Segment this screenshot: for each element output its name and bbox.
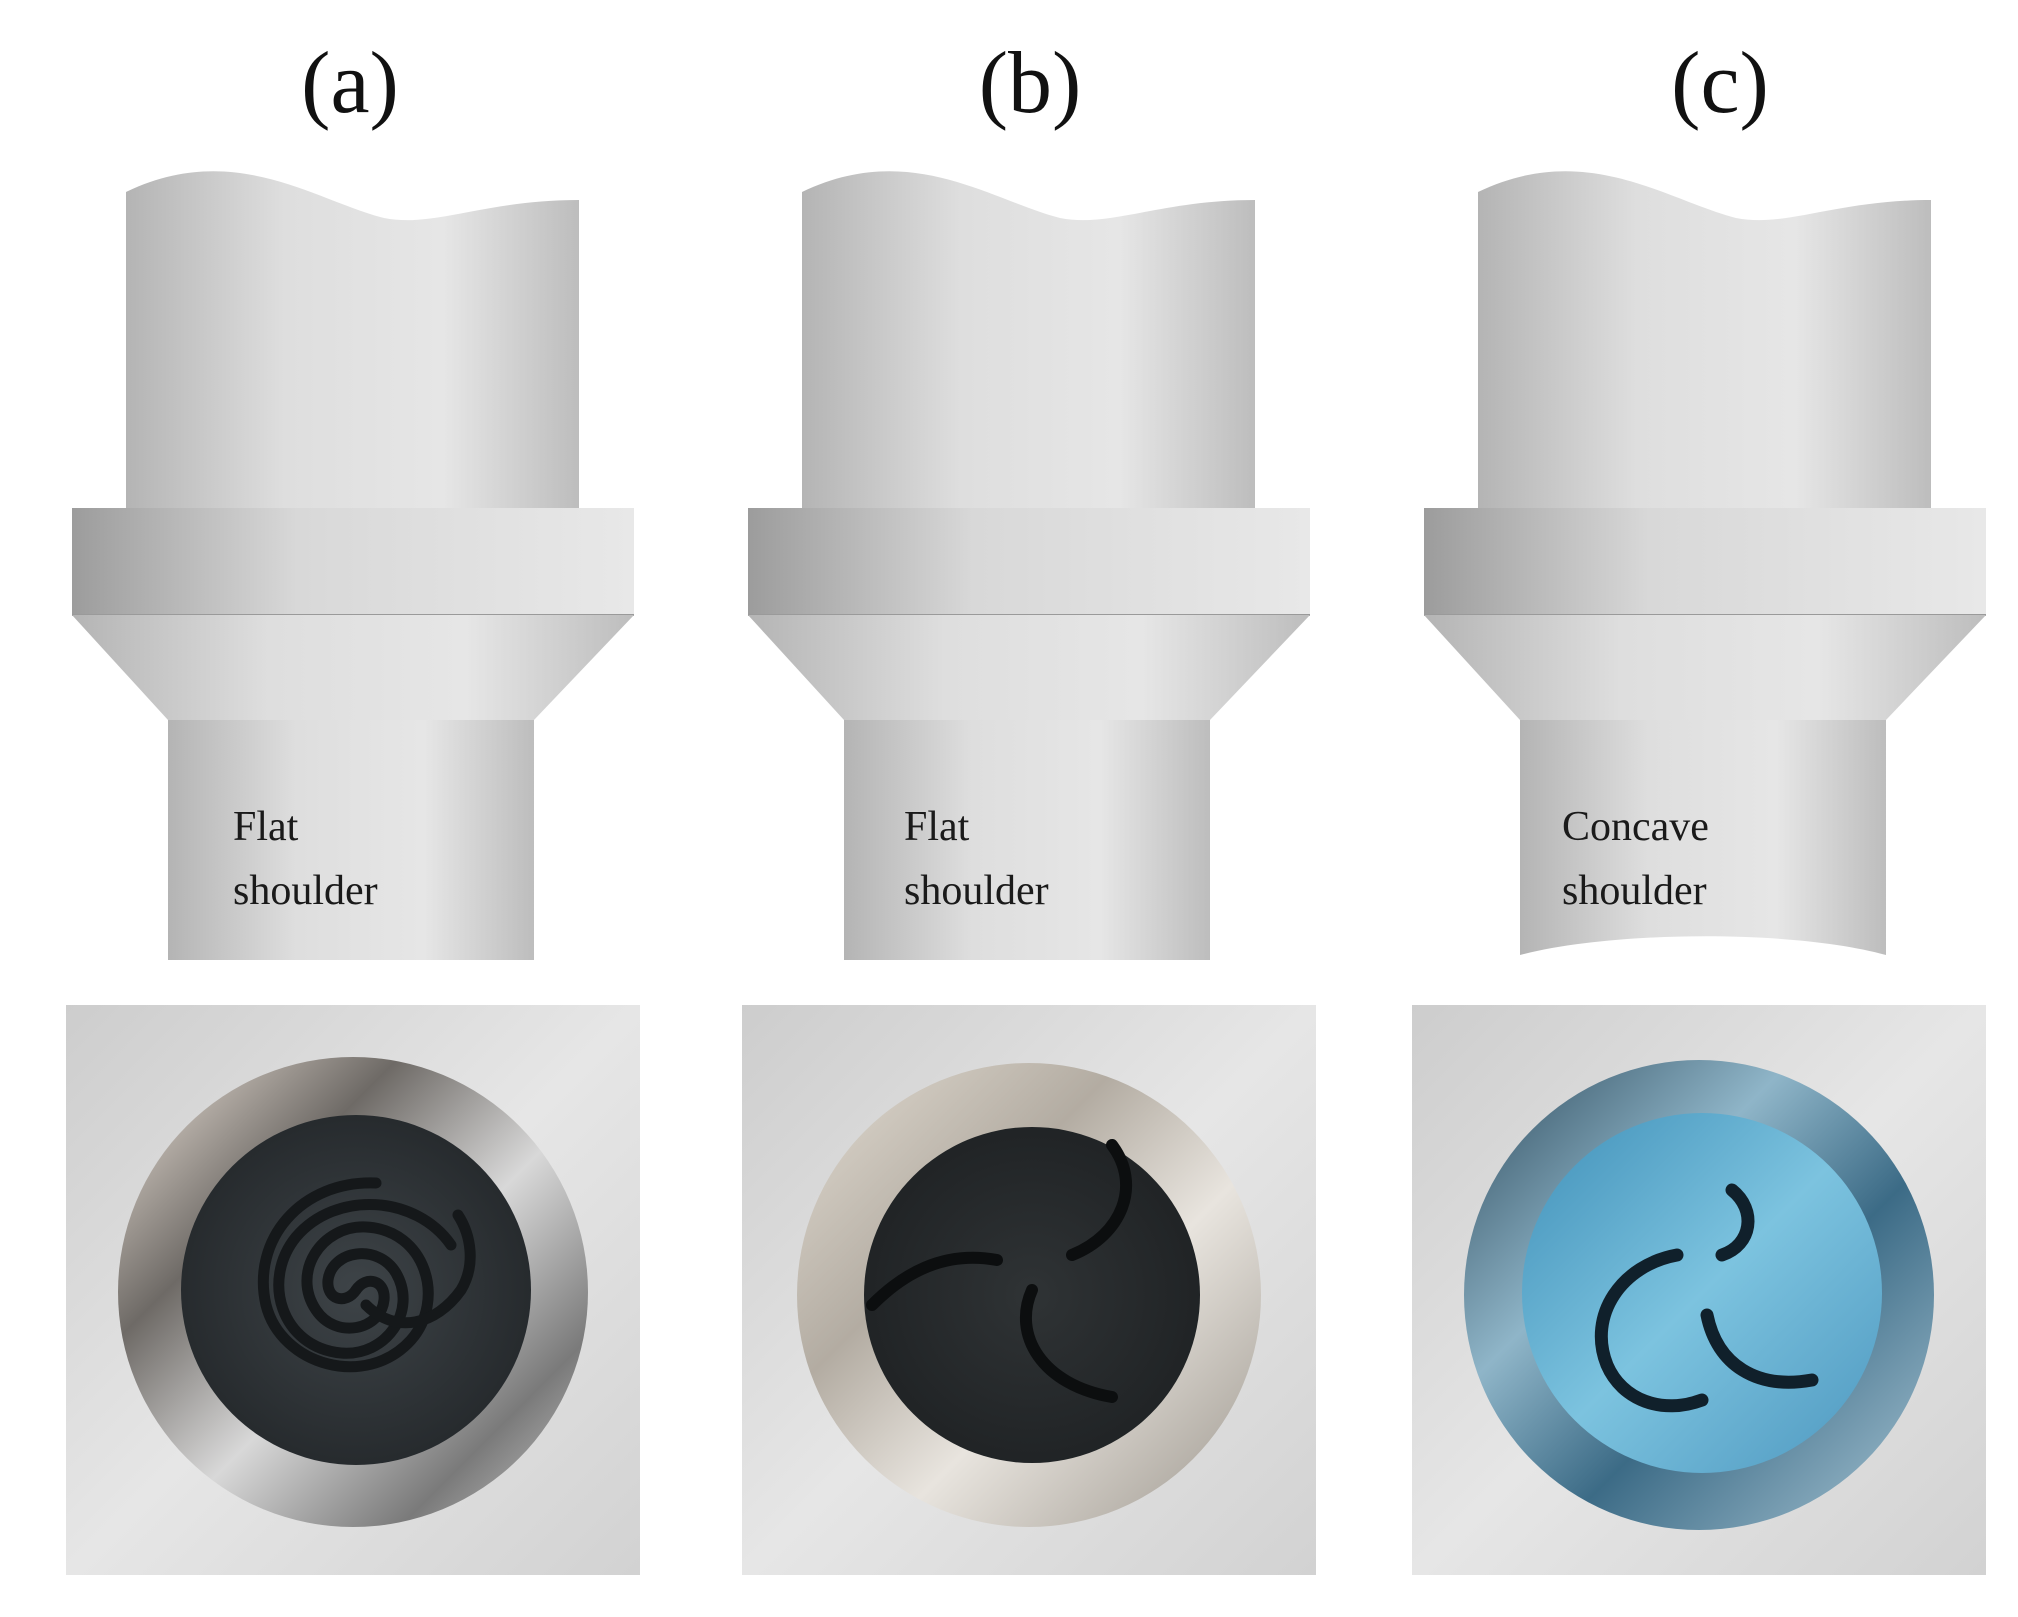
tool-collar-c [1424, 508, 1986, 615]
tool-taper-a [72, 615, 634, 720]
shoulder-text-b-line2: shoulder [904, 868, 1049, 914]
tool-shank-a [126, 171, 579, 508]
tool-drawing-c [1424, 171, 1986, 955]
shoulder-text-c-line1: Concave [1562, 804, 1709, 850]
panel-label-a: (a) [301, 35, 399, 132]
shoulder-text-c: Concave shoulder [1562, 795, 1709, 923]
tool-photo-c [1412, 1005, 1986, 1575]
tool-taper-b [748, 615, 1310, 720]
tool-photo-b [742, 1005, 1316, 1575]
shoulder-text-a-line1: Flat [233, 804, 299, 850]
panel-label-b: (b) [978, 35, 1082, 132]
arc-grooves-c [1594, 1183, 1819, 1413]
tool-photo-a [66, 1005, 640, 1575]
shoulder-text-c-line2: shoulder [1562, 868, 1707, 914]
pin-face-c [1522, 1113, 1882, 1473]
tool-drawing-b [748, 171, 1310, 960]
panel-label-c: (c) [1671, 35, 1769, 132]
tool-pin-c [1520, 720, 1886, 955]
tool-shank-c [1478, 171, 1931, 508]
shoulder-text-b: Flat shoulder [904, 795, 1049, 923]
tool-drawing-a [72, 171, 634, 960]
shoulder-text-a-line2: shoulder [233, 868, 378, 914]
shoulder-text-b-line1: Flat [904, 804, 970, 850]
arc-grooves-b [866, 1139, 1133, 1403]
tool-pin-b [844, 720, 1210, 960]
tool-collar-a [72, 508, 634, 615]
shoulder-text-a: Flat shoulder [233, 795, 378, 923]
tool-collar-b [748, 508, 1310, 615]
tool-shank-b [802, 171, 1255, 508]
tool-pin-a [168, 720, 534, 960]
tool-taper-c [1424, 615, 1986, 720]
spiral-grooves-a [257, 1177, 476, 1373]
